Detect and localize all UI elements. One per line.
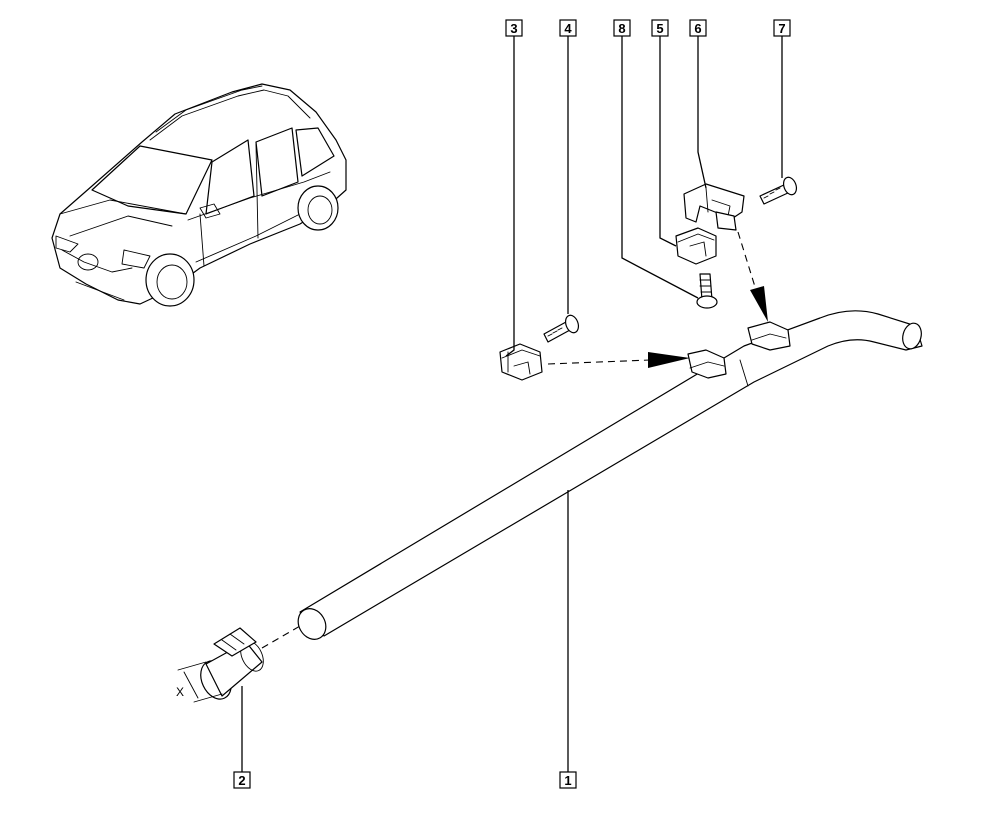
bolt-part-7 bbox=[759, 176, 798, 205]
callout-4: 4 bbox=[559, 19, 577, 37]
clip-part-5 bbox=[675, 227, 717, 265]
assembly-path-clamp2 bbox=[261, 625, 301, 649]
callout-8: 8 bbox=[613, 19, 631, 37]
arrowhead-clip3 bbox=[648, 352, 690, 368]
callout-4-label: 4 bbox=[564, 21, 572, 36]
assembly-path-clip3 bbox=[547, 359, 651, 365]
arrowhead-bracket6 bbox=[750, 286, 768, 322]
callout-8-label: 8 bbox=[618, 21, 625, 36]
callout-3-label: 3 bbox=[510, 21, 517, 36]
callout-1: 1 bbox=[559, 771, 577, 789]
bracket-part-6 bbox=[683, 183, 745, 231]
callout-2-label: 2 bbox=[238, 773, 245, 788]
callout-2: 2 bbox=[233, 771, 251, 789]
assembly-arrows bbox=[261, 231, 768, 649]
callout-6-label: 6 bbox=[694, 21, 701, 36]
callout-1-label: 1 bbox=[564, 773, 571, 788]
bolt-part-4 bbox=[543, 314, 580, 343]
leader-6 bbox=[697, 36, 707, 189]
leader-8 bbox=[621, 36, 699, 299]
dimension-x: X bbox=[176, 661, 223, 703]
leader-lines bbox=[241, 36, 783, 772]
pipe-clamp bbox=[200, 627, 264, 700]
callout-7-label: 7 bbox=[778, 21, 785, 36]
callout-6: 6 bbox=[689, 19, 707, 37]
callout-3: 3 bbox=[505, 19, 523, 37]
sill-tube bbox=[297, 310, 923, 640]
screw-part-8 bbox=[696, 273, 718, 309]
assembly-path-bracket6 bbox=[737, 231, 757, 291]
callout-5: 5 bbox=[651, 19, 669, 37]
clip-part-3 bbox=[499, 343, 543, 381]
vehicle-illustration bbox=[51, 83, 347, 307]
callout-5-label: 5 bbox=[656, 21, 663, 36]
dimension-x-label: X bbox=[176, 685, 184, 699]
leader-3 bbox=[505, 36, 515, 357]
callout-7: 7 bbox=[773, 19, 791, 37]
leader-5 bbox=[659, 36, 677, 247]
